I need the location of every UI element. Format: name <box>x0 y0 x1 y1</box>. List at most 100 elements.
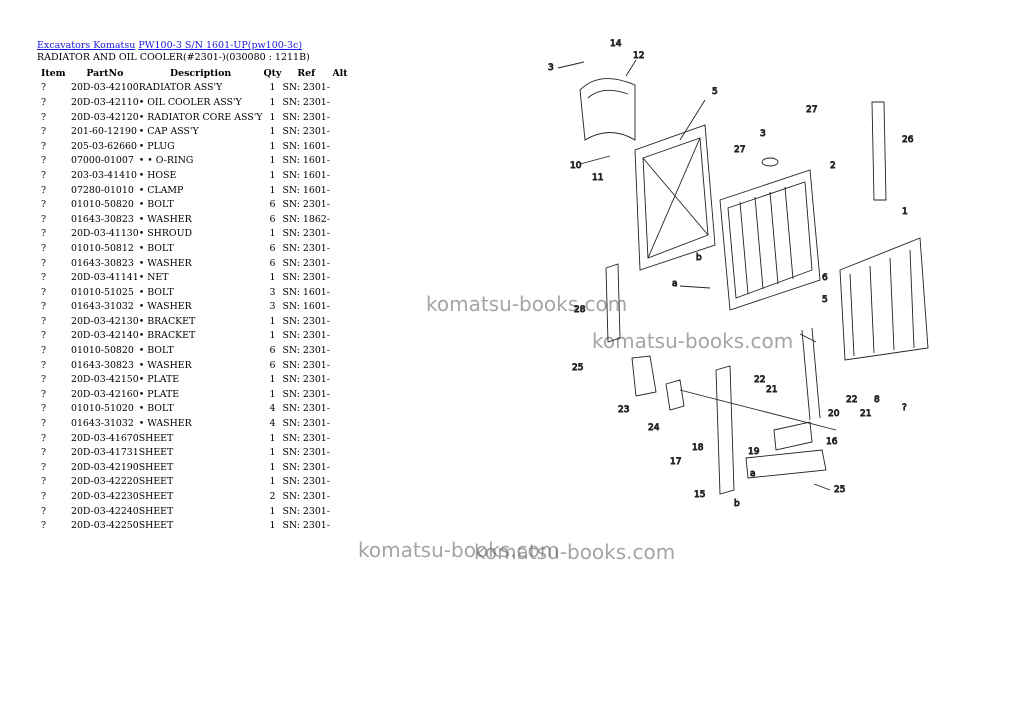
plate-shape <box>773 421 813 451</box>
shroud-frame-shape <box>634 124 716 271</box>
callout-label: 22 <box>846 395 857 405</box>
row-item: ? <box>41 126 47 138</box>
row-description: • PLUG <box>138 140 175 152</box>
callout-label: 5 <box>712 87 718 97</box>
row-item: ? <box>41 301 47 313</box>
row-alt <box>330 314 350 329</box>
row-partno: 201-60-12190 <box>71 126 137 138</box>
row-ref: SN: 1601- <box>282 301 330 313</box>
callout-label: 14 <box>610 39 622 49</box>
row-alt <box>330 475 350 490</box>
row-alt <box>330 81 350 96</box>
row-item: ? <box>41 82 47 94</box>
parts-diagram: 14 12 3 5 27 26 3 27 2 10 11 1 b 6 5 a 2… <box>548 39 929 509</box>
row-alt <box>330 358 350 373</box>
callout-label: 20 <box>828 409 840 419</box>
row-qty: 1 <box>269 432 276 444</box>
row-partno: 20D-03-42220 <box>71 476 139 488</box>
radiator-fin <box>754 196 764 290</box>
row-partno: 20D-03-42140 <box>71 330 139 342</box>
callout-label: 3 <box>760 129 766 139</box>
row-alt <box>330 300 350 315</box>
callout-label: 2 <box>830 161 836 171</box>
row-partno: 203-03-41410 <box>71 169 137 181</box>
radiator-cap-shape <box>761 157 779 167</box>
callout-label: 24 <box>648 423 660 433</box>
watermark: komatsu-books.com <box>358 538 560 562</box>
row-item: ? <box>41 505 47 517</box>
row-partno: 20D-03-41141 <box>71 272 139 284</box>
row-qty: 1 <box>269 520 276 532</box>
header-item: Item <box>41 67 66 79</box>
row-item: ? <box>41 476 47 488</box>
shroud-brace <box>647 137 701 259</box>
row-description: SHEET <box>138 505 174 517</box>
row-ref: SN: 1601- <box>282 140 330 152</box>
row-item: ? <box>41 111 47 123</box>
row-alt <box>330 139 350 154</box>
row-item: ? <box>41 418 47 430</box>
row-description: • BOLT <box>138 286 174 298</box>
table-header-row: Item PartNo Description Qty Ref Alt <box>37 66 350 81</box>
row-qty: 1 <box>269 126 276 138</box>
row-ref: SN: 1601- <box>282 169 330 181</box>
leader-line <box>579 155 611 165</box>
row-ref: SN: 2301- <box>282 491 330 503</box>
row-item: ? <box>41 345 47 357</box>
breadcrumb-link-model[interactable]: PW100-3 S/N 1601-UP(pw100-3c) <box>138 40 303 51</box>
row-description: • BOLT <box>138 403 174 415</box>
leader-line <box>813 483 831 491</box>
plate-shape <box>631 355 657 397</box>
row-ref: SN: 2301- <box>282 505 330 517</box>
row-partno: 205-03-62660 <box>71 140 137 152</box>
row-qty: 3 <box>269 286 276 298</box>
row-qty: 6 <box>269 345 276 357</box>
row-qty: 1 <box>269 140 276 152</box>
row-ref: SN: 1862- <box>282 213 330 225</box>
row-description: SHEET <box>138 447 174 459</box>
breadcrumb-link-brand[interactable]: Excavators Komatsu <box>37 40 136 51</box>
row-alt <box>330 110 350 125</box>
row-qty: 6 <box>269 257 276 269</box>
row-description: • BOLT <box>138 345 174 357</box>
row-alt <box>330 372 350 387</box>
shroud-brace <box>642 157 709 236</box>
row-item: ? <box>41 257 47 269</box>
row-qty: 4 <box>269 418 276 430</box>
row-alt <box>330 241 350 256</box>
row-alt <box>330 95 350 110</box>
callout-label: 11 <box>592 173 603 183</box>
row-qty: 1 <box>269 272 276 284</box>
row-description: • RADIATOR CORE ASS'Y <box>138 111 263 123</box>
row-partno: 20D-03-42110 <box>71 96 139 108</box>
support-bar <box>811 327 821 419</box>
callout-label: 21 <box>766 385 777 395</box>
row-qty: 1 <box>269 169 276 181</box>
row-description: • WASHER <box>138 213 192 225</box>
row-alt <box>330 168 350 183</box>
row-alt <box>330 504 350 519</box>
row-ref: SN: 1601- <box>282 286 330 298</box>
header-qty: Qty <box>263 67 282 79</box>
row-ref: SN: 2301- <box>282 447 330 459</box>
row-qty: 6 <box>269 199 276 211</box>
row-alt <box>330 329 350 344</box>
oil-cooler-fin <box>889 257 895 351</box>
row-qty: 1 <box>269 505 276 517</box>
oil-cooler-fin <box>849 273 855 357</box>
row-description: RADIATOR ASS'Y <box>138 82 223 94</box>
